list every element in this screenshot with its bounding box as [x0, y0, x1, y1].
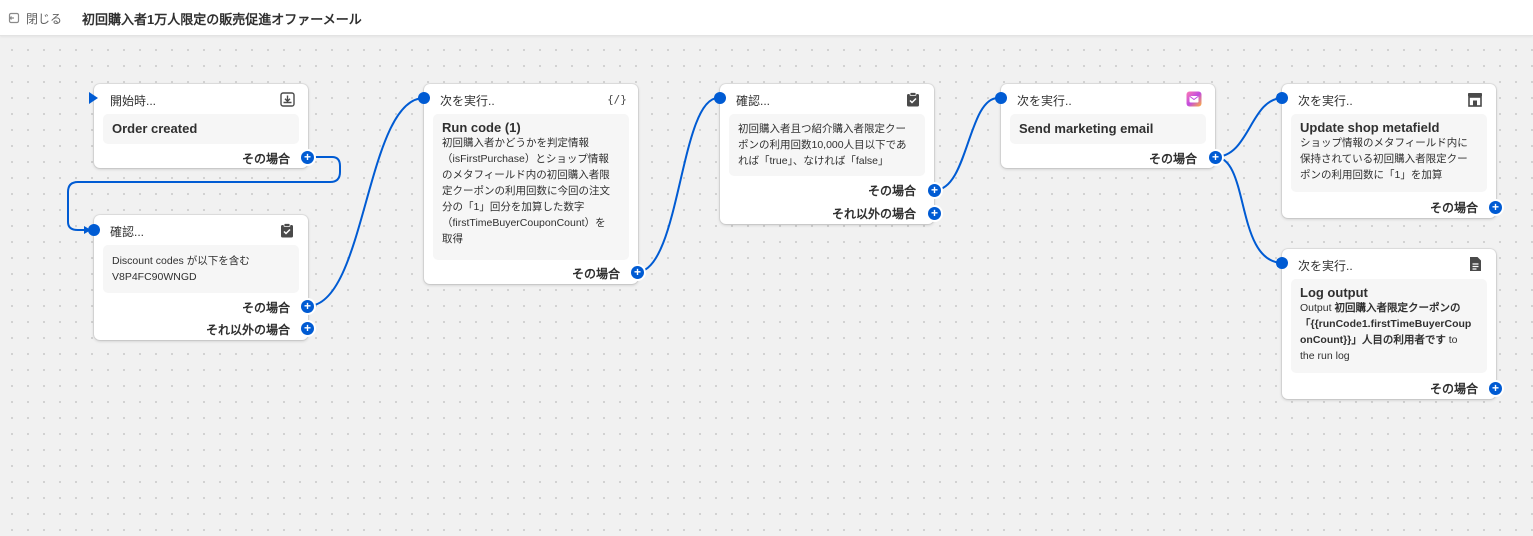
- add-step-button[interactable]: +: [301, 322, 314, 335]
- node-header: 次を実行..: [1017, 94, 1072, 108]
- branch-else-label: それ以外の場合: [205, 323, 290, 337]
- condition-text: Discount codes が以下を含む: [112, 255, 250, 267]
- description-line: （isFirstPurchase）とショップ情報: [442, 153, 609, 165]
- condition-node-discount[interactable]: 確認... Discount codes が以下を含む V8P4FC90WNGD…: [94, 215, 308, 340]
- node-header: 開始時...: [110, 94, 157, 108]
- condition-line: 初回購入者且つ紹介購入者限定クー: [738, 123, 906, 135]
- input-port: [1276, 257, 1288, 269]
- add-step-button[interactable]: +: [1209, 151, 1222, 164]
- log-template: 初回購入者限定クーポンの: [1334, 302, 1461, 314]
- description-line: 定クーポンの利用回数に今回の注文: [442, 185, 610, 197]
- description-line: のメタフィールド内の初回購入者限: [442, 169, 610, 181]
- input-port: [995, 92, 1007, 104]
- description-line: 取得: [442, 233, 463, 245]
- marketing-email-icon: [1185, 90, 1203, 108]
- close-button[interactable]: 閉じる: [8, 9, 62, 27]
- node-body: Log output Output 初回購入者限定クーポンの 「{{runCod…: [1291, 279, 1487, 373]
- add-step-button[interactable]: +: [301, 300, 314, 313]
- input-port: [418, 92, 430, 104]
- description-line: 分の「1」回分を加算した数字: [442, 201, 585, 213]
- log-prefix: Output: [1300, 302, 1335, 314]
- add-step-button[interactable]: +: [1489, 382, 1502, 395]
- description-line: 初回購入者かどうかを判定情報: [442, 137, 589, 149]
- clipboard-check-icon: [904, 90, 922, 108]
- log-template: 「{{runCode1.firstTimeBuyerCoup: [1300, 318, 1472, 330]
- action-node-run-code[interactable]: 次を実行.. {/} Run code (1) 初回購入者かどうかを判定情報 （…: [424, 84, 638, 284]
- code-braces-icon: {/}: [607, 90, 627, 108]
- description-line: ショップ情報のメタフィールド内に: [1300, 137, 1468, 149]
- node-title: Update shop metafield: [1300, 120, 1440, 135]
- trigger-node[interactable]: 開始時... Order created その場合: [94, 84, 308, 168]
- add-step-button[interactable]: +: [928, 207, 941, 220]
- branch-then-label: その場合: [1429, 382, 1478, 396]
- close-label: 閉じる: [26, 11, 63, 26]
- add-step-button[interactable]: +: [631, 266, 644, 279]
- node-title: Log output: [1300, 285, 1368, 300]
- store-icon: [1466, 90, 1484, 108]
- code-icon-glyph: {/}: [607, 92, 627, 106]
- node-header: 確認...: [736, 94, 771, 108]
- node-header: 確認...: [110, 225, 145, 239]
- node-title: Run code (1): [442, 120, 521, 135]
- condition-node-coupon-limit[interactable]: 確認... 初回購入者且つ紹介購入者限定クー ポンの利用回数10,000人目以下…: [720, 84, 934, 224]
- node-title: Order created: [112, 121, 198, 136]
- condition-line: れば「true」、なければ「false」: [738, 155, 889, 167]
- start-marker: [89, 92, 98, 104]
- log-line: the run log: [1300, 350, 1350, 362]
- node-body: Order created: [103, 114, 299, 144]
- log-suffix: to: [1445, 334, 1458, 346]
- log-line: 「{{runCode1.firstTimeBuyerCoup: [1300, 316, 1478, 332]
- action-node-send-email[interactable]: 次を実行.. Send marketing email その場合: [1001, 84, 1215, 168]
- add-step-button[interactable]: +: [1489, 201, 1502, 214]
- node-body: 初回購入者且つ紹介購入者限定クー ポンの利用回数10,000人目以下であ れば「…: [729, 114, 925, 176]
- node-body: Send marketing email: [1010, 114, 1206, 144]
- node-body: Discount codes が以下を含む V8P4FC90WNGD: [103, 245, 299, 293]
- branch-then-label: その場合: [241, 152, 290, 166]
- node-body: Run code (1) 初回購入者かどうかを判定情報 （isFirstPurc…: [433, 114, 629, 260]
- top-bar: 閉じる 初回購入者1万人限定の販売促進オファーメール: [0, 0, 1533, 36]
- condition-value: V8P4FC90WNGD: [112, 271, 197, 283]
- log-template: onCount}}」人目の利用者です: [1300, 334, 1446, 346]
- add-step-button[interactable]: +: [928, 184, 941, 197]
- clipboard-check-icon: [278, 221, 296, 239]
- description-line: ポンの利用回数に「1」を加算: [1300, 169, 1443, 181]
- condition-line: ポンの利用回数10,000人目以下であ: [738, 139, 907, 151]
- input-port: [714, 92, 726, 104]
- branch-then-label: その場合: [1429, 201, 1478, 215]
- add-step-button[interactable]: +: [301, 151, 314, 164]
- branch-then-label: その場合: [241, 301, 290, 315]
- action-node-log-output[interactable]: 次を実行.. Log output Output 初回購入者限定クーポンの 「{…: [1282, 249, 1496, 399]
- description-line: 保持されている初回購入者限定クー: [1300, 153, 1468, 165]
- branch-then-label: その場合: [571, 267, 620, 281]
- log-line: onCount}}」人目の利用者です to: [1300, 332, 1478, 348]
- download-tray-icon: [278, 90, 296, 108]
- node-header: 次を実行..: [1298, 259, 1353, 273]
- branch-else-label: それ以外の場合: [831, 207, 916, 221]
- node-body: Update shop metafield ショップ情報のメタフィールド内に 保…: [1291, 114, 1487, 192]
- node-header: 次を実行..: [1298, 94, 1353, 108]
- branch-then-label: その場合: [867, 184, 916, 198]
- node-title: Send marketing email: [1019, 121, 1154, 136]
- log-line: Output 初回購入者限定クーポンの: [1300, 300, 1478, 316]
- description-line: （firstTimeBuyerCouponCount）を: [442, 217, 606, 229]
- node-header: 次を実行..: [440, 94, 495, 108]
- page-title: 初回購入者1万人限定の販売促進オファーメール: [82, 12, 362, 27]
- action-node-update-metafield[interactable]: 次を実行.. Update shop metafield ショップ情報のメタフィ…: [1282, 84, 1496, 218]
- document-icon: [1466, 255, 1484, 273]
- input-port: [88, 224, 100, 236]
- branch-then-label: その場合: [1148, 152, 1197, 166]
- input-port: [1276, 92, 1288, 104]
- exit-icon: [8, 12, 20, 24]
